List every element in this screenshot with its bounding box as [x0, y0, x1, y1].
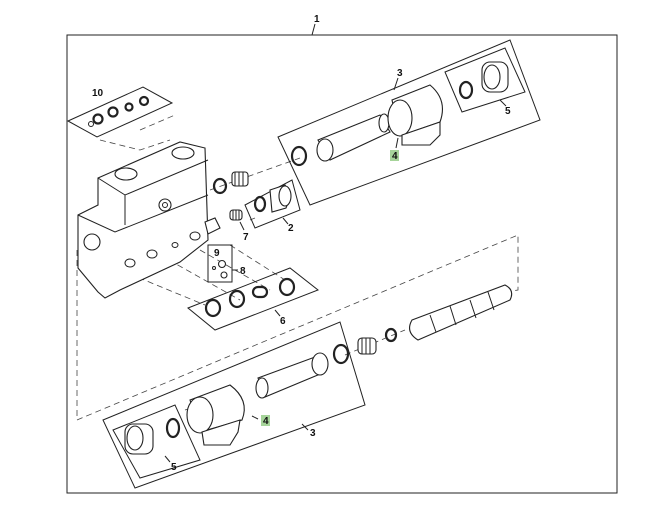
seal-kit-10 [66, 86, 174, 138]
seal-kit-6 [187, 267, 319, 331]
callout-2[interactable]: 2 [288, 223, 294, 234]
callout-8[interactable]: 8 [240, 266, 246, 277]
callout-4-lower[interactable]: 4 [263, 416, 269, 427]
callout-10[interactable]: 10 [92, 88, 104, 99]
callout-5-upper[interactable]: 5 [505, 106, 511, 117]
callout-6[interactable]: 6 [280, 316, 286, 327]
callout-3-upper[interactable]: 3 [397, 68, 403, 79]
valve-body [77, 141, 221, 299]
group-8-9 [207, 244, 238, 283]
callout-5-lower[interactable]: 5 [171, 462, 177, 473]
highlight-4-lower [261, 415, 270, 426]
callout-7[interactable]: 7 [243, 232, 249, 243]
group-2 [244, 179, 301, 229]
spring-upper [212, 171, 249, 195]
assembly-frame [66, 34, 618, 494]
leader-1 [311, 23, 316, 36]
highlight-4-upper [390, 150, 399, 161]
spring-7 [229, 209, 245, 231]
spool [357, 284, 513, 355]
callout-4-upper[interactable]: 4 [392, 151, 398, 162]
callout-9[interactable]: 9 [214, 248, 220, 259]
solenoid-group-3-upper [277, 39, 541, 206]
callout-1[interactable]: 1 [314, 14, 320, 25]
solenoid-group-3-lower [102, 321, 366, 489]
callout-3-lower[interactable]: 3 [310, 428, 316, 439]
